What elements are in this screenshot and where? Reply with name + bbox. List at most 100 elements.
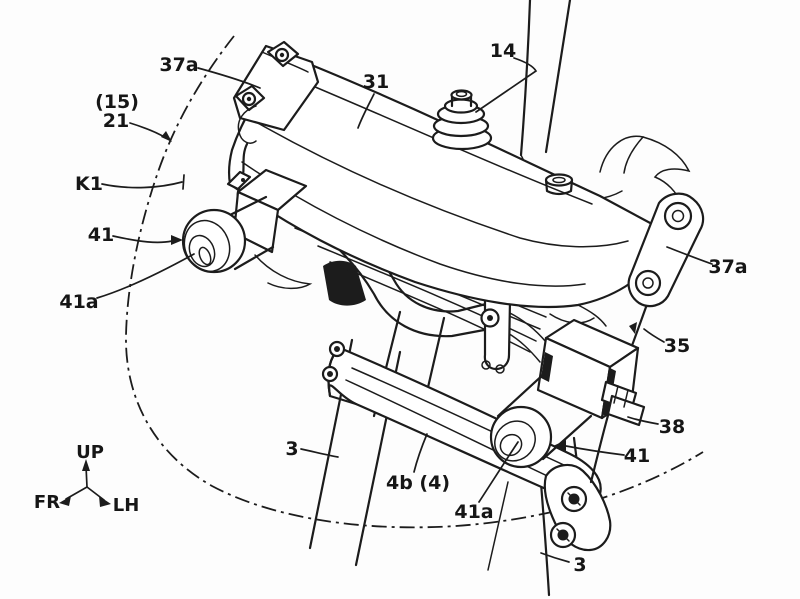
cover-curl-right (577, 304, 607, 327)
cap-bolt (544, 173, 574, 196)
ref-label-41a-right: 41a (454, 501, 493, 523)
leader-37a-left (197, 67, 261, 89)
frame-squiggle (642, 136, 691, 205)
frame-hook (599, 135, 645, 174)
right-grip-top-line (496, 370, 548, 418)
riser-bolt-b (495, 364, 505, 374)
pinch-bolt-upper-center (334, 346, 340, 352)
nut-cap (455, 90, 468, 98)
link-plate-37a (627, 192, 705, 308)
left-switch-tab-dot (241, 178, 245, 182)
plate-hole-top (663, 201, 693, 231)
connector-38-step-2 (623, 389, 629, 408)
right-grip-opening (499, 433, 523, 457)
right-grip-end (489, 405, 553, 469)
plate-hole-top-inner (671, 209, 685, 223)
cable-hook (237, 105, 257, 144)
leader-k1 (101, 181, 183, 189)
ref-label-4b-4: 4b (4) (386, 472, 450, 494)
plate-hole-bottom-inner (642, 277, 654, 289)
cover-ridge-mid (255, 121, 629, 248)
left-grip-end (181, 208, 247, 274)
axis-fr-arrowhead (59, 496, 71, 506)
cap-bolt-top (544, 173, 574, 187)
ref-label-15: (15) (95, 91, 139, 113)
leader-14 (475, 57, 538, 113)
left-grip-top-line (228, 195, 268, 217)
reference-labels: 37a (15) 21 K1 41 41a 31 14 37a 35 38 41… (59, 40, 747, 576)
ref-label-41a-left: 41a (59, 291, 98, 313)
cap-bolt-inner (552, 176, 566, 184)
handlebar-right-upper (507, 311, 547, 343)
top-bracket-37a (232, 40, 320, 214)
axis-up-label: UP (76, 442, 104, 463)
leader-4b-4 (413, 433, 428, 473)
frame-tube-front (519, 0, 532, 157)
riser-bolt-a (481, 360, 491, 370)
ref-label-37a-right: 37a (708, 256, 747, 278)
left-grip-rim (183, 219, 231, 273)
ref-label-41-right: 41 (624, 445, 650, 467)
damper-collar (443, 98, 479, 114)
right-grip-bottom-line (541, 414, 593, 461)
left-switch-tab (226, 170, 252, 191)
damper-mount-14 (431, 89, 493, 151)
frame-tube-rear (544, 0, 572, 154)
arrowhead-41-left (171, 235, 183, 245)
axis-lh-label: LH (113, 495, 140, 516)
leader-31 (357, 93, 375, 129)
arrowhead-35 (629, 322, 637, 334)
ref-label-37a-left: 37a (159, 54, 198, 76)
riser-boss-center (487, 315, 493, 321)
ref-label-3-bottom: 3 (573, 554, 586, 576)
clamp-bolt-lower-cross (556, 528, 570, 542)
bridge-rail-2 (345, 379, 557, 481)
ref-label-41-left: 41 (88, 224, 114, 246)
bolt-lower-dot (246, 96, 252, 102)
leader-3-bottom (540, 552, 570, 563)
axis-fr-label: FR (34, 492, 60, 513)
ref-label-k1: K1 (75, 173, 103, 195)
clamp-bolt-upper-cross (567, 492, 581, 506)
plate-hole-bottom (634, 269, 662, 297)
leader-35 (643, 328, 665, 343)
axes-indicator: UP FR LH (34, 442, 139, 516)
bottom-clamp-bracket (543, 463, 612, 552)
leader-lines (96, 57, 713, 563)
right-grip-rim (494, 420, 536, 462)
lever-guard (254, 254, 313, 290)
fork-inner-line (487, 481, 509, 571)
connector-38-box-b (606, 394, 646, 427)
arrowhead-41-right (553, 440, 566, 451)
right-grip-41 (489, 370, 593, 469)
axis-lh-arrowhead (99, 496, 111, 507)
left-grip-slot (198, 246, 212, 266)
leader-k1-tick (182, 174, 185, 190)
connector-38-step-1 (613, 385, 619, 404)
cap-bolt-side (544, 178, 574, 196)
leader-3-left (300, 448, 339, 458)
ref-label-21: 21 (103, 110, 129, 132)
axis-up-arrowhead (82, 459, 90, 471)
leader-41a-right (478, 441, 519, 503)
left-grip-bottom-line (233, 245, 275, 271)
ref-label-38: 38 (659, 416, 685, 438)
ref-label-35: 35 (664, 335, 690, 357)
ref-label-14: 14 (490, 40, 516, 62)
boundary-arc (125, 35, 704, 529)
leader-38 (627, 416, 659, 425)
right-switch-block (536, 318, 646, 427)
handlebar-right-lower (505, 331, 541, 363)
bolt-top-dot (279, 52, 285, 58)
leader-41a-left (96, 253, 195, 299)
leader-21 (129, 122, 167, 139)
ref-label-31: 31 (363, 71, 389, 93)
left-grip-41 (181, 195, 275, 274)
leader-41-right (565, 445, 625, 456)
leader-37a-right (666, 246, 713, 265)
leader-41-left (112, 235, 173, 244)
arrowhead-21 (161, 131, 172, 142)
ref-label-3-left: 3 (285, 438, 298, 460)
